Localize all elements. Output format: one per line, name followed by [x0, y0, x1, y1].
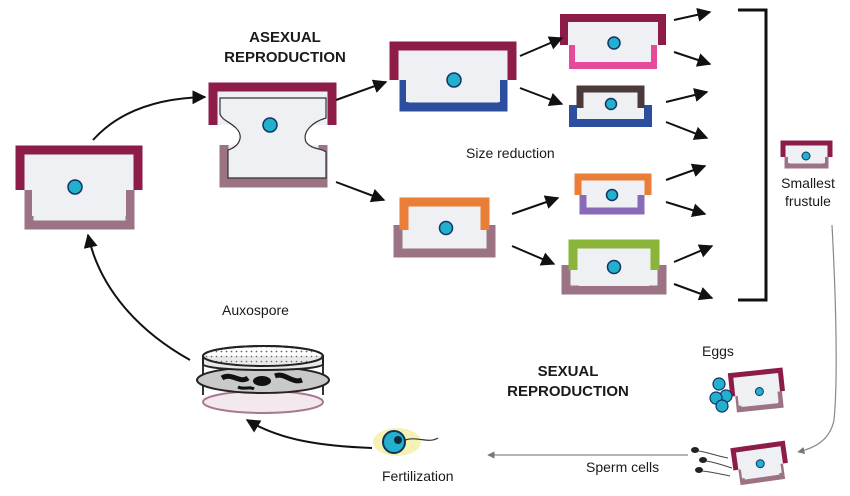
- ray-1: [673, 7, 712, 22]
- arrow-low-to-r3: [511, 195, 560, 215]
- smallest-frustule-label: Smallest frustule: [770, 174, 846, 210]
- arrow-mid-to-r1: [519, 36, 564, 57]
- egg-cluster: [709, 377, 733, 413]
- frustule-green-mauve: [561, 239, 667, 295]
- frustule-dark-navy: [569, 85, 652, 127]
- fertilization-cell: [373, 428, 439, 456]
- ray-3: [665, 88, 709, 103]
- frustule-sperm: [730, 440, 788, 486]
- smallest-label-line2: frustule: [785, 193, 831, 209]
- frustule-orange-mauve: [393, 197, 496, 258]
- frustule-orange-purple: [574, 173, 652, 215]
- frustule-maroon-navy: [389, 41, 517, 112]
- sexual-path-lines: [487, 224, 837, 459]
- ray-4: [665, 121, 709, 140]
- frustule-eggs: [727, 367, 785, 413]
- arrow-fertilization-to-auxospore: [245, 419, 373, 449]
- smallest-label-line1: Smallest: [781, 175, 835, 191]
- size-reduction-label: Size reduction: [466, 145, 555, 161]
- frustule-maroon-pink: [560, 14, 666, 69]
- frustule-dividing: [208, 82, 337, 188]
- ray-7: [673, 244, 714, 263]
- lifecycle-arrows: [83, 7, 714, 449]
- eggs-label: Eggs: [702, 343, 734, 359]
- sperm-cells: [691, 447, 733, 477]
- arrow-mid-to-r2: [519, 87, 564, 107]
- frustule-initial: [15, 145, 143, 230]
- asexual-label-line2: REPRODUCTION: [224, 49, 346, 66]
- fertilization-label: Fertilization: [382, 468, 454, 484]
- sperm-cells-label: Sperm cells: [586, 459, 660, 475]
- smallest-bracket: [738, 8, 768, 302]
- asexual-reproduction-label: ASEXUAL REPRODUCTION: [215, 28, 355, 68]
- sexual-label-line1: SEXUAL: [537, 363, 599, 380]
- arrow-smallest-to-sexual: [797, 224, 837, 455]
- ray-5: [665, 163, 707, 181]
- arrow-to-division: [92, 90, 207, 141]
- ray-8: [673, 283, 714, 301]
- frustule-smallest: [780, 140, 833, 169]
- auxospore: [196, 345, 330, 414]
- sexual-reproduction-label: SEXUAL REPRODUCTION: [488, 362, 648, 402]
- ray-2: [673, 51, 712, 67]
- arrow-division-to-bottom: [335, 181, 386, 203]
- sexual-label-line2: REPRODUCTION: [507, 383, 629, 400]
- arrow-auxospore-to-initial: [83, 233, 191, 361]
- asexual-label-line1: ASEXUAL: [249, 29, 321, 46]
- auxospore-label: Auxospore: [222, 302, 289, 318]
- arrow-low-to-r4: [511, 245, 556, 266]
- ray-6: [665, 201, 707, 217]
- arrow-division-to-top: [335, 79, 388, 101]
